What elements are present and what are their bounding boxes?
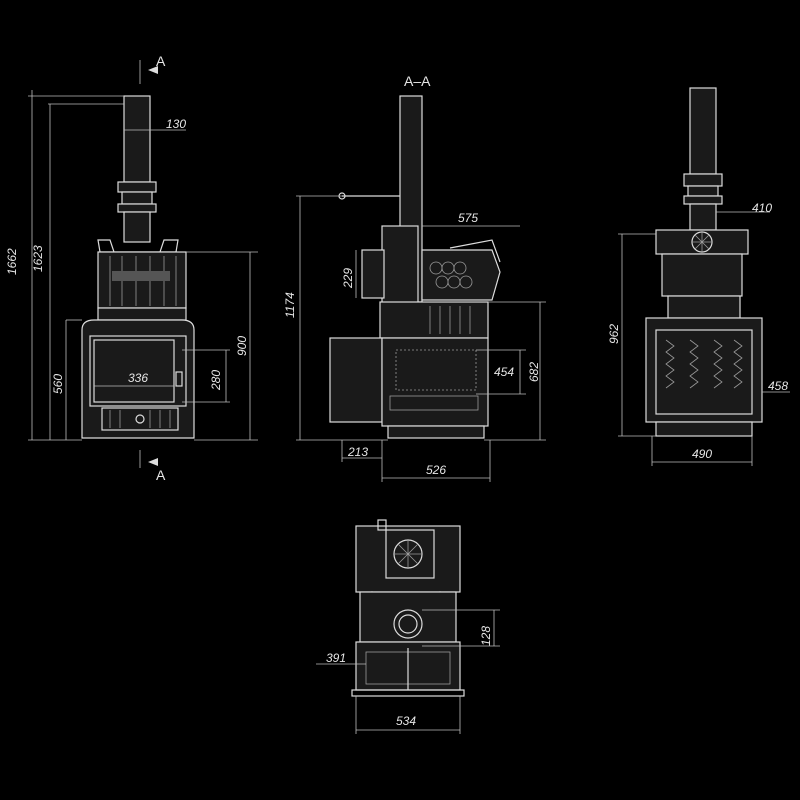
dim-962: 962 bbox=[607, 324, 621, 344]
dim-490: 490 bbox=[692, 447, 712, 461]
dim-1174: 1174 bbox=[283, 292, 297, 318]
dim-128: 128 bbox=[479, 626, 493, 646]
section-title: A–A bbox=[404, 73, 431, 89]
top-view: 128 391 534 bbox=[316, 519, 500, 734]
dim-213: 213 bbox=[347, 445, 368, 459]
section-view: A–A 1174 575 229 682 454 213 526 bbox=[283, 73, 546, 482]
dim-682: 682 bbox=[527, 362, 541, 382]
section-marker-top: A bbox=[156, 53, 166, 69]
section-marker-bottom: A bbox=[156, 467, 166, 483]
dim-229: 229 bbox=[341, 268, 355, 289]
dim-534: 534 bbox=[396, 714, 416, 728]
dim-560: 560 bbox=[51, 374, 65, 394]
dim-575: 575 bbox=[458, 211, 478, 225]
dim-410: 410 bbox=[752, 201, 772, 215]
dim-130: 130 bbox=[166, 117, 186, 131]
brand-logo bbox=[112, 271, 170, 281]
dim-526: 526 bbox=[426, 463, 446, 477]
side-view: 410 962 458 490 bbox=[607, 87, 790, 466]
dim-1623: 1623 bbox=[31, 245, 45, 272]
dim-454: 454 bbox=[494, 365, 514, 379]
dim-458: 458 bbox=[768, 379, 788, 393]
dim-391: 391 bbox=[326, 651, 346, 665]
front-view: A A 1662 1623 130 900 560 280 336 bbox=[5, 53, 258, 483]
dim-1662: 1662 bbox=[5, 248, 19, 275]
dim-900: 900 bbox=[235, 336, 249, 356]
dim-336: 336 bbox=[128, 371, 148, 385]
dim-280: 280 bbox=[209, 370, 223, 391]
